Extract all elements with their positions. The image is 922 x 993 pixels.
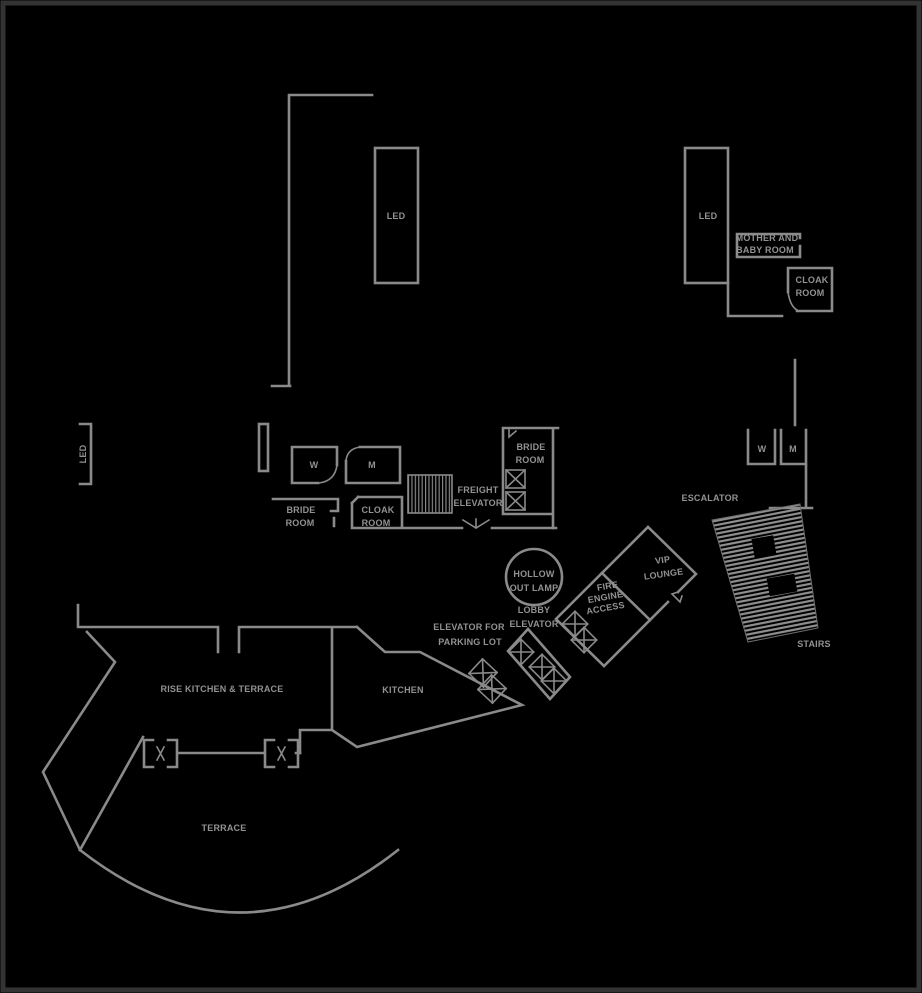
door-arc-icon: [345, 446, 361, 462]
service-stairs: [407, 474, 453, 514]
lobby-elevator-bank: LOBBY ELEVATOR: [506, 605, 572, 701]
terrace-arc: [78, 848, 400, 914]
upper-left-hall-walls: [270, 93, 374, 388]
led-screen-left: LED: [373, 146, 420, 285]
escalator-landing: [766, 573, 798, 597]
door-swing-icon: [461, 518, 491, 529]
elevator-x-icon: [570, 626, 598, 654]
room-w-right: W: [746, 428, 777, 466]
label-led-side: LED: [78, 444, 88, 463]
label-cloak-tr-2: ROOM: [796, 288, 825, 298]
label-bride-left-1: BRIDE: [286, 505, 315, 515]
label-cloak-mid-1: CLOAK: [362, 505, 395, 515]
room-cloak-mid: CLOAK ROOM: [350, 495, 558, 530]
label-bride-left-2: ROOM: [286, 518, 315, 528]
label-terrace: TERRACE: [202, 823, 247, 833]
label-led-right: LED: [699, 211, 718, 221]
label-lobby-2: ELEVATOR: [509, 619, 558, 629]
room-cloak-top-right: CLOAK ROOM: [786, 266, 834, 313]
label-kitchen: KITCHEN: [382, 685, 423, 695]
label-bride-right-2: ROOM: [516, 455, 545, 465]
room-vip-lounge: VIP LOUNGE: [600, 525, 698, 622]
elevator-x-icon: [528, 653, 556, 681]
label-hollow-1: HOLLOW: [513, 569, 554, 579]
label-cloak-mid-2: ROOM: [362, 518, 391, 528]
room-m-mid: M: [344, 445, 402, 485]
label-mother-baby-2: BABY ROOM: [736, 245, 794, 255]
elevator-x-icon: [504, 468, 527, 490]
label-vip-2: LOUNGE: [643, 566, 684, 581]
fire-engine-corridor: FIRE ENGINE ACCESS: [554, 571, 652, 668]
led-screen-side: LED: [78, 422, 93, 486]
escalator: ESCALATOR STAIRS: [682, 493, 831, 649]
door-arc-icon: [318, 464, 338, 484]
escalator-landing: [751, 535, 777, 559]
label-parking-2: PARKING LOT: [438, 637, 502, 647]
label-w-right: W: [758, 444, 767, 454]
label-freight-2: ELEVATOR: [453, 498, 502, 508]
label-parking-1: ELEVATOR FOR: [433, 622, 505, 632]
label-bride-right-1: BRIDE: [516, 442, 545, 452]
room-m-right: M: [779, 428, 808, 466]
label-vip-1: VIP: [654, 554, 670, 566]
room-mother-baby: MOTHER AND BABY ROOM: [736, 232, 802, 259]
room-bride-left: BRIDE ROOM: [271, 497, 340, 528]
door-x-icon: [276, 745, 287, 762]
elevator-x-icon: [507, 638, 535, 666]
label-freight-1: FREIGHT: [458, 485, 499, 495]
door-mark-icon: [508, 427, 518, 439]
door-x-icon: [155, 745, 166, 762]
label-stairs: STAIRS: [797, 639, 831, 649]
terrace-doors: [142, 738, 302, 769]
label-w-mid: W: [310, 460, 319, 470]
label-fire-1: FIRE: [596, 579, 619, 593]
label-escalator: ESCALATOR: [682, 493, 739, 503]
label-led-left: LED: [387, 211, 406, 221]
label-cloak-tr-1: CLOAK: [796, 275, 829, 285]
room-bride-right: BRIDE ROOM: [501, 426, 560, 530]
led-screen-right: LED: [683, 146, 784, 318]
door-zigzag-icon: [670, 590, 684, 604]
label-m-right: M: [789, 444, 797, 454]
label-rise-kitchen: RISE KITCHEN & TERRACE: [161, 684, 284, 694]
kitchen-walls: RISE KITCHEN & TERRACE KITCHEN: [76, 603, 526, 755]
freight-elevator-shafts: FREIGHT ELEVATOR: [453, 468, 527, 512]
label-m-mid: M: [368, 460, 376, 470]
column: [257, 422, 270, 473]
hollow-out-lamp: HOLLOW OUT LAMP: [504, 547, 564, 607]
door-arc-icon: [787, 291, 799, 312]
room-w-mid: W: [290, 445, 339, 485]
elevator-x-icon: [540, 667, 568, 695]
label-hollow-2: OUT LAMP: [510, 583, 559, 593]
label-lobby-1: LOBBY: [518, 605, 551, 615]
label-mother-baby-1: MOTHER AND: [736, 233, 799, 243]
terrace: TERRACE: [41, 630, 400, 914]
elevator-x-icon: [504, 490, 527, 512]
